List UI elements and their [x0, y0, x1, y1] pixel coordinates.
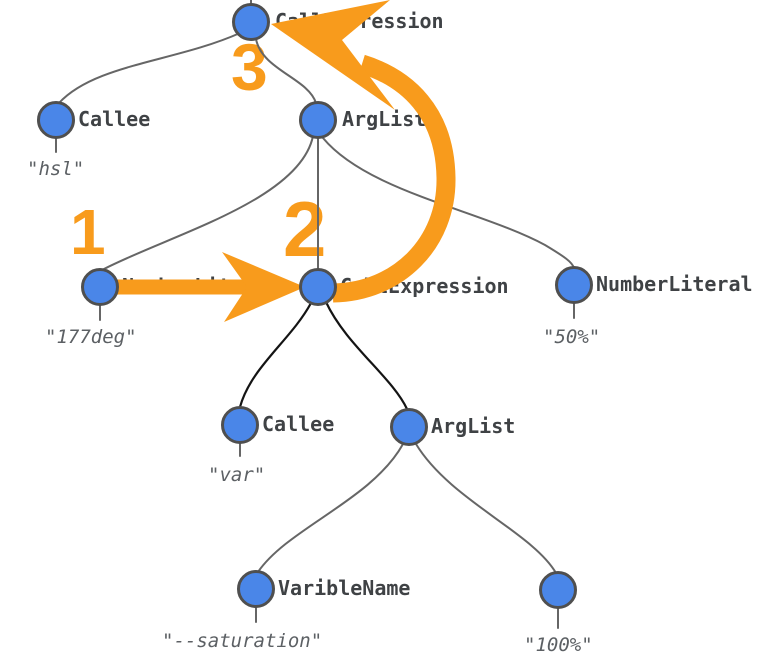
edge-arglist-inner-to-leaf-100	[415, 443, 557, 574]
ast-node-arglist-outer	[299, 101, 337, 139]
node-label-call-expression-inner: CallExpression	[340, 274, 509, 298]
edge-arglist-to-numberliteral-177	[103, 135, 314, 270]
node-value-50pct: "50%"	[543, 326, 601, 348]
node-value-hsl: "hsl"	[27, 158, 85, 180]
ast-node-arglist-inner	[390, 408, 428, 446]
step-1-annotation: 1	[70, 196, 106, 268]
edge-root-to-callee	[58, 32, 241, 104]
node-label-call-expression-root: CallExpression	[275, 9, 444, 33]
node-label-callee-var: Callee	[262, 412, 335, 436]
node-value-100pct: "100%"	[524, 634, 593, 656]
node-label-varible-name: VaribleName	[278, 576, 411, 600]
node-value-saturation: "--saturation"	[162, 630, 323, 652]
node-label-arglist-outer: ArgList	[342, 107, 427, 131]
ast-node-number-literal-50	[555, 266, 593, 304]
ast-node-leaf-100	[539, 571, 577, 609]
node-label-number-literal-50: NumberLiteral	[596, 272, 753, 296]
node-value-177deg: "177deg"	[45, 326, 137, 348]
edge-callexpression-inner-to-callee-var	[238, 301, 313, 409]
edge-callexpression-inner-to-arglist-inner	[324, 300, 409, 411]
ast-node-callee-hsl	[37, 101, 75, 139]
edge-arglist-inner-to-variblename	[257, 443, 404, 573]
ast-node-varible-name	[237, 570, 275, 608]
node-label-arglist-inner: ArgList	[431, 414, 516, 438]
ast-node-call-expression-root	[232, 3, 270, 41]
edge-arglist-to-numberliteral-50	[322, 137, 575, 269]
node-value-var: "var"	[208, 464, 266, 486]
ast-node-number-literal-177	[81, 268, 119, 306]
step-3-annotation: 3	[231, 30, 268, 104]
ast-node-call-expression-inner	[299, 268, 337, 306]
node-label-callee-hsl: Callee	[78, 107, 151, 131]
step-2-annotation: 2	[283, 185, 327, 273]
node-label-number-literal-177: NumberLiteral	[122, 274, 279, 298]
ast-node-callee-var	[221, 406, 259, 444]
